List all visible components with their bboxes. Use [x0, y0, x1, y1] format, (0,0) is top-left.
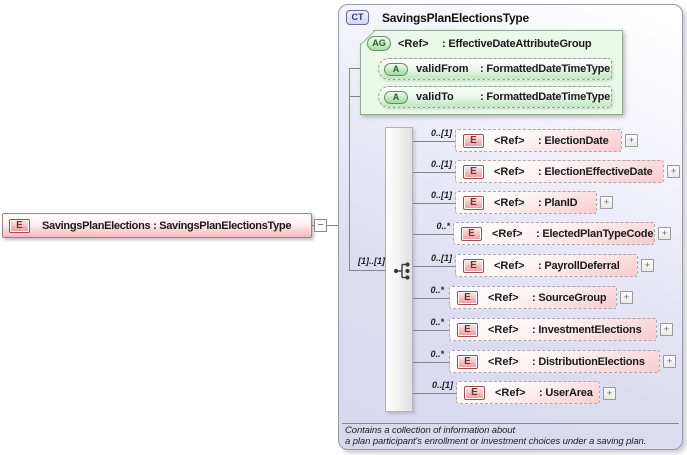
- attribute-group-ref[interactable]: AG <Ref> : EffectiveDateAttributeGroup: [367, 36, 617, 51]
- cardinality-label: 0..[1]: [431, 380, 453, 390]
- element-icon: E: [463, 258, 484, 273]
- connector-line: [349, 68, 350, 271]
- expand-icon[interactable]: +: [660, 323, 673, 336]
- element-icon: E: [463, 133, 484, 148]
- cardinality-label: 0..[1]: [430, 253, 452, 263]
- attribute-name: validTo: [416, 91, 454, 103]
- element-type-label: : ElectionEffectiveDate: [538, 165, 653, 178]
- element-ref-distributionelections[interactable]: E <Ref> : DistributionElections: [449, 350, 660, 373]
- expand-icon[interactable]: +: [603, 387, 616, 400]
- complex-type-header: CT SavingsPlanElectionsType: [346, 10, 529, 25]
- connector-line: [413, 330, 449, 331]
- ref-label: <Ref>: [488, 291, 519, 304]
- ref-label: <Ref>: [494, 134, 525, 147]
- element-icon: E: [457, 354, 478, 369]
- element-ref-payrolldeferral[interactable]: E <Ref> : PayrollDeferral: [455, 254, 638, 277]
- connector-line: [413, 203, 455, 204]
- expand-icon[interactable]: +: [663, 355, 676, 368]
- expand-icon[interactable]: +: [600, 196, 613, 209]
- expand-icon[interactable]: +: [620, 291, 633, 304]
- sequence-icon: [393, 262, 410, 280]
- connector-line: [413, 393, 456, 394]
- element-type-label: : InvestmentElections: [532, 323, 642, 336]
- cardinality-label: 0..[1]: [430, 190, 452, 200]
- attribute-validfrom[interactable]: A validFrom : FormattedDateTimeType: [378, 58, 612, 80]
- ref-label: <Ref>: [494, 165, 525, 178]
- element-type-label: : PayrollDeferral: [538, 259, 620, 272]
- annotation-text: Contains a collection of information abo…: [345, 425, 675, 447]
- element-type-label: : DistributionElections: [532, 355, 645, 368]
- attribute-icon: A: [384, 90, 408, 104]
- connector-line: [413, 172, 455, 173]
- cardinality-label: 0..[1]: [430, 128, 452, 138]
- connector-line: [349, 270, 397, 271]
- element-ref-investmentelections[interactable]: E <Ref> : InvestmentElections: [449, 318, 657, 341]
- expand-icon[interactable]: +: [667, 165, 680, 178]
- element-icon: E: [9, 218, 30, 233]
- element-ref-sourcegroup[interactable]: E <Ref> : SourceGroup: [449, 286, 617, 309]
- expand-icon[interactable]: +: [658, 227, 671, 240]
- element-ref-electiondate[interactable]: E <Ref> : ElectionDate: [455, 129, 622, 152]
- annotation-line-1: Contains a collection of information abo…: [345, 425, 516, 436]
- element-icon: E: [463, 164, 484, 179]
- cardinality-label: 0..*: [436, 221, 450, 231]
- attribute-validto[interactable]: A validTo : FormattedDateTimeType: [378, 86, 612, 108]
- collapse-toggle[interactable]: −: [314, 219, 327, 232]
- element-type-label: : ElectionDate: [538, 134, 609, 147]
- cardinality-label: 0..[1]: [430, 159, 452, 169]
- ref-label: <Ref>: [488, 355, 519, 368]
- complex-type-icon: CT: [346, 10, 369, 25]
- attribute-group-ref-label: <Ref>: [398, 37, 429, 50]
- element-type-label: : PlanID: [538, 196, 578, 209]
- sequence-cardinality: [1]..[1]: [358, 256, 385, 266]
- ref-label: <Ref>: [488, 323, 519, 336]
- element-savings-plan-elections[interactable]: E SavingsPlanElections : SavingsPlanElec…: [2, 213, 312, 238]
- attribute-group-type: : EffectiveDateAttributeGroup: [442, 37, 592, 50]
- attribute-group-icon: AG: [367, 36, 391, 51]
- connector-line: [413, 362, 449, 363]
- connector-line: [413, 234, 453, 235]
- cardinality-label: 0..*: [430, 349, 444, 359]
- element-ref-electedplantypecode[interactable]: E <Ref> : ElectedPlanTypeCode: [453, 222, 655, 245]
- element-icon: E: [457, 322, 478, 337]
- element-type-label: : SourceGroup: [532, 291, 607, 304]
- annotation-divider: [342, 423, 679, 424]
- connector-line: [413, 298, 449, 299]
- connector-line: [312, 225, 349, 226]
- element-icon: E: [464, 385, 485, 400]
- complex-type-title: SavingsPlanElectionsType: [382, 10, 530, 25]
- attribute-type: : FormattedDateTimeType: [480, 63, 611, 75]
- element-type-label: : UserArea: [539, 386, 593, 399]
- connector-line: [413, 141, 455, 142]
- element-ref-planid[interactable]: E <Ref> : PlanID: [455, 191, 597, 214]
- annotation-line-2: a plan participant's enrollment or inves…: [345, 435, 647, 447]
- cardinality-label: 0..*: [430, 317, 444, 327]
- ref-label: <Ref>: [492, 227, 523, 240]
- connector-line: [413, 266, 455, 267]
- expand-icon[interactable]: +: [625, 134, 638, 147]
- ref-label: <Ref>: [494, 196, 525, 209]
- element-type-label: : ElectedPlanTypeCode: [536, 227, 654, 240]
- ref-label: <Ref>: [495, 386, 526, 399]
- element-ref-electioneffectivedate[interactable]: E <Ref> : ElectionEffectiveDate: [455, 160, 664, 183]
- ref-label: <Ref>: [494, 259, 525, 272]
- element-icon: E: [463, 195, 484, 210]
- element-label: SavingsPlanElections : SavingsPlanElecti…: [42, 219, 292, 232]
- attribute-icon: A: [384, 62, 408, 76]
- attribute-type: : FormattedDateTimeType: [480, 91, 611, 103]
- element-icon: E: [461, 226, 482, 241]
- element-ref-userarea[interactable]: E <Ref> : UserArea: [456, 381, 600, 404]
- cardinality-label: 0..*: [430, 285, 444, 295]
- attribute-name: validFrom: [416, 63, 469, 75]
- expand-icon[interactable]: +: [641, 259, 654, 272]
- element-icon: E: [457, 290, 478, 305]
